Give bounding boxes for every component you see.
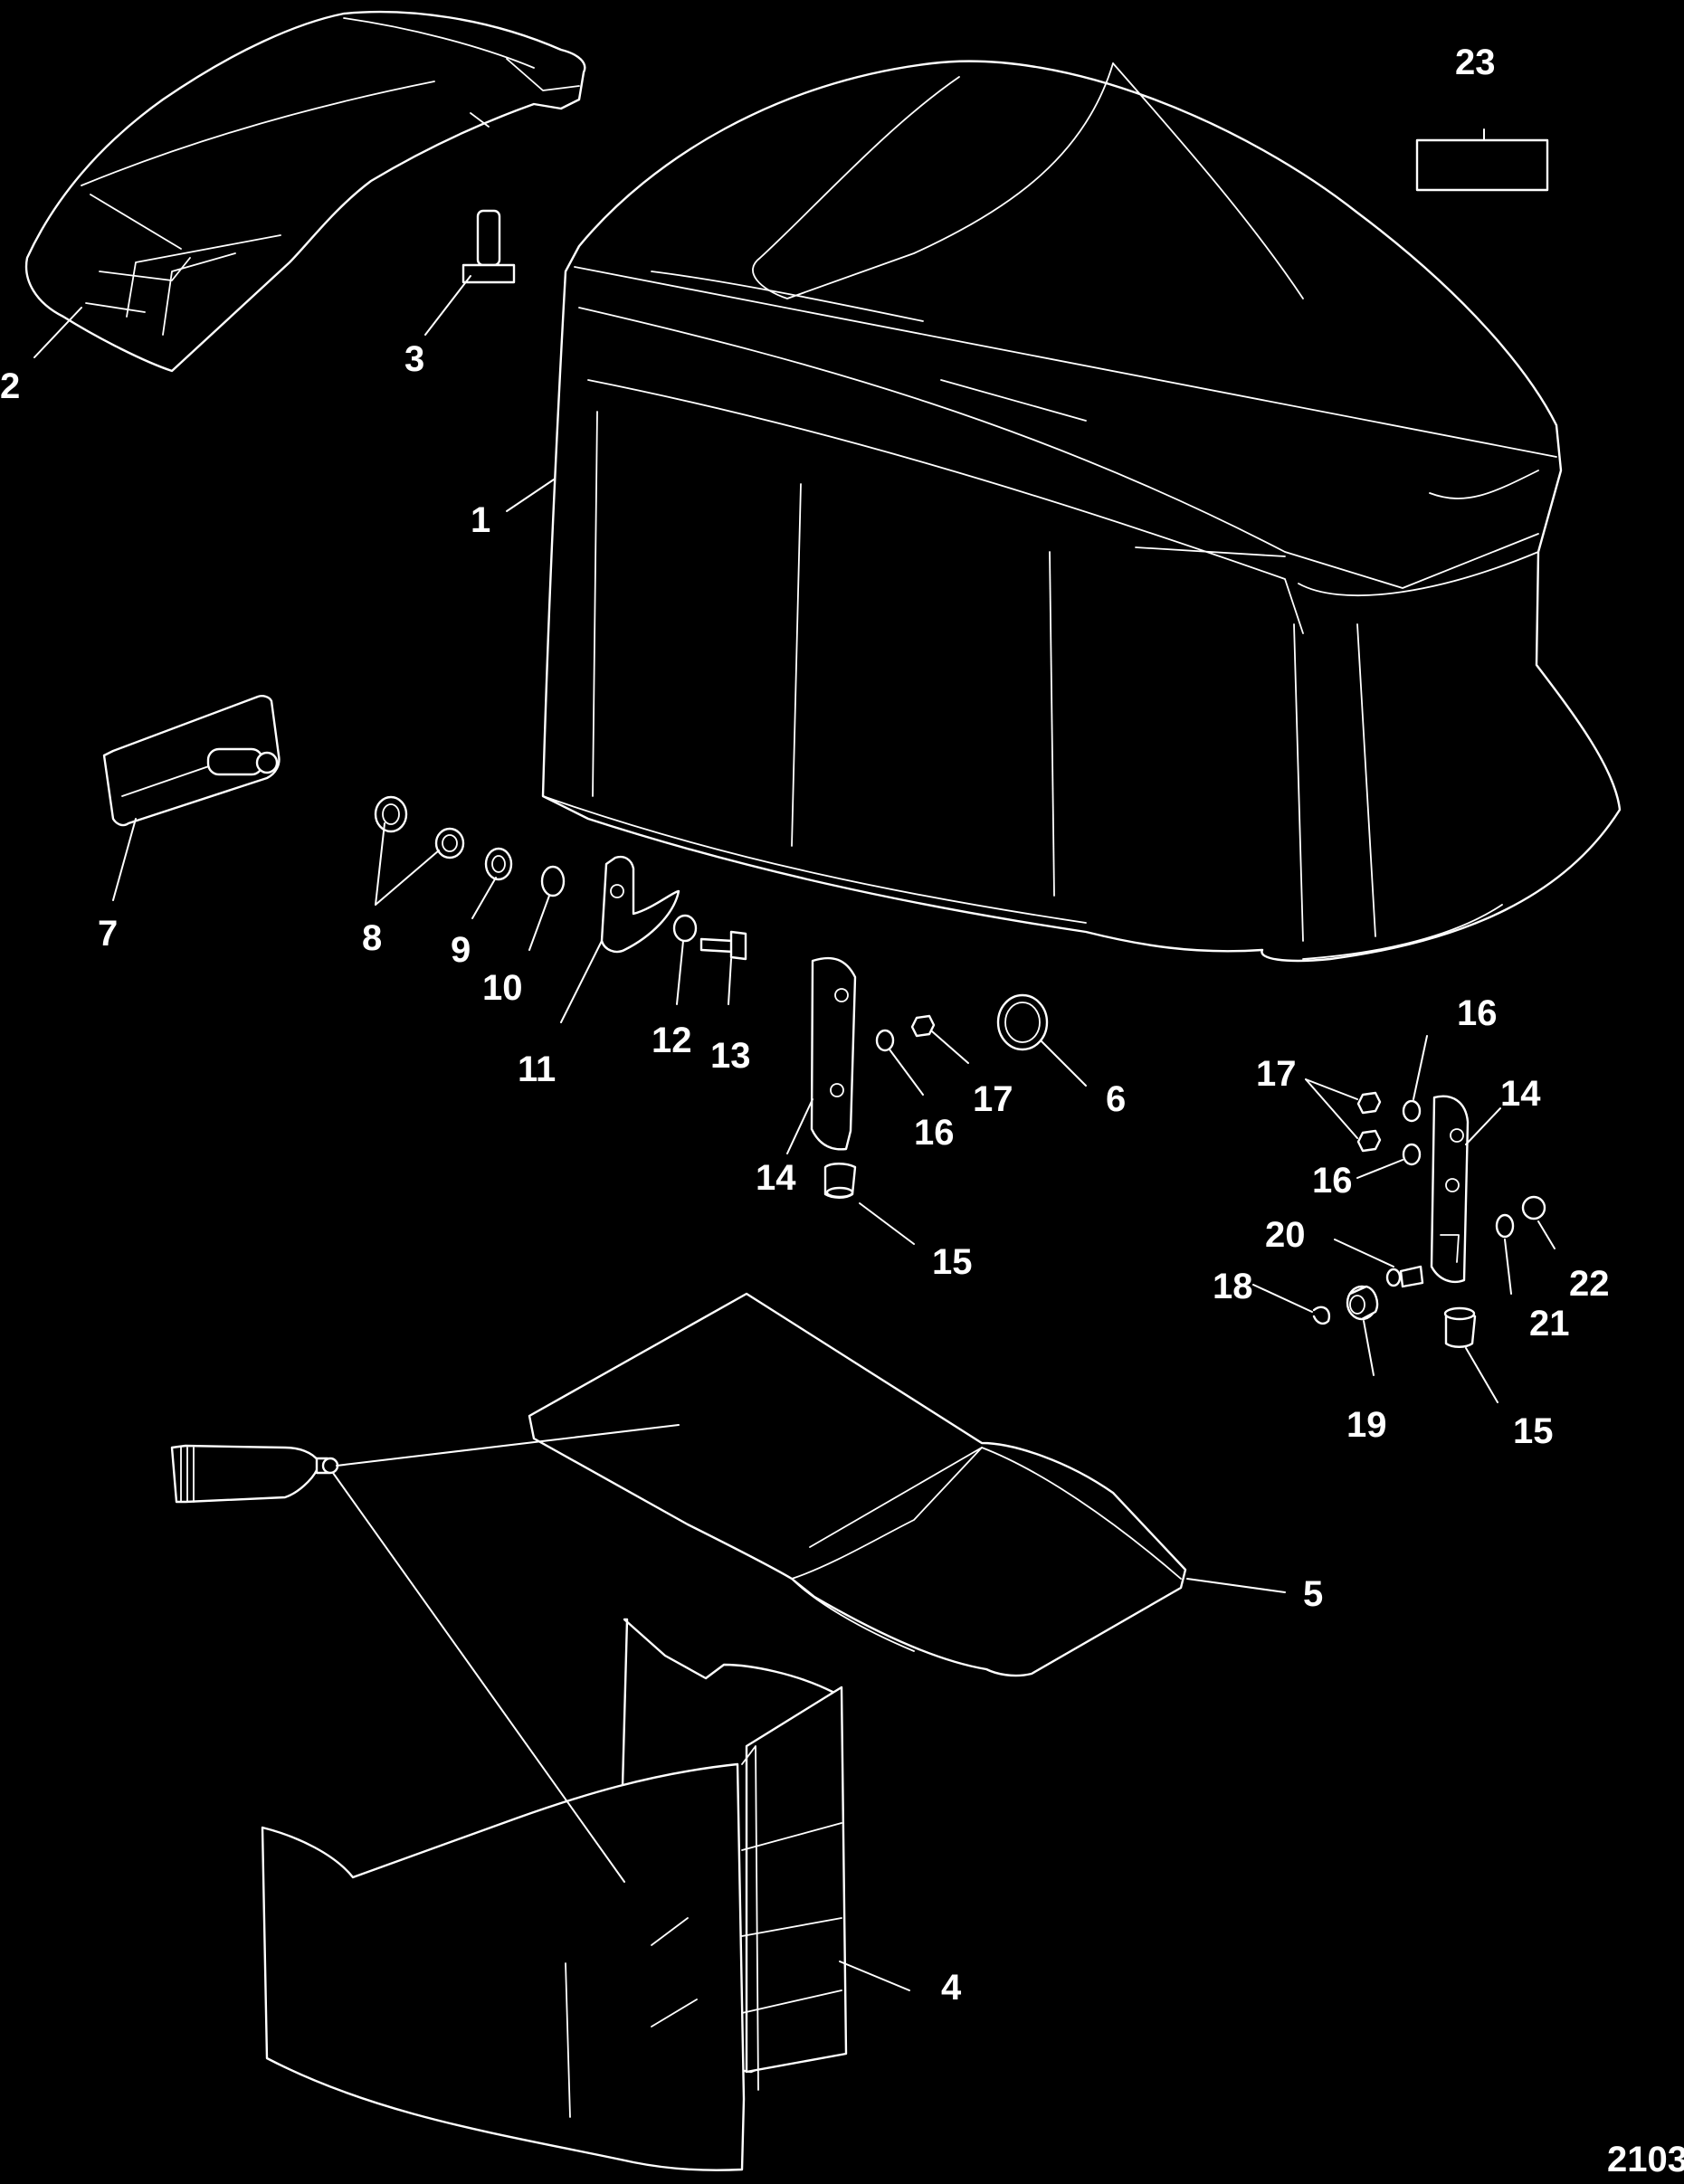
washer-8 [434, 827, 465, 859]
bushing-8 [374, 795, 408, 833]
leader-lines [33, 128, 1556, 1991]
callout-12: 12 [652, 1021, 692, 1060]
callout-14-right: 14 [1500, 1074, 1541, 1114]
callout-20: 20 [1265, 1215, 1306, 1255]
bolt-3 [461, 209, 516, 284]
washer-12 [672, 914, 698, 943]
callout-5: 5 [1303, 1574, 1323, 1614]
callout-15-left: 15 [932, 1242, 973, 1282]
washer-16-lower [1402, 1143, 1422, 1166]
figure-number: 2103 [1607, 2140, 1684, 2179]
rear-cover [24, 10, 586, 373]
callout-3: 3 [404, 339, 424, 379]
top-cowl [541, 60, 1622, 963]
callout-14-left: 14 [756, 1158, 796, 1198]
callout-labels: 23 1 2 3 4 5 6 7 8 9 10 11 12 13 14 14 1… [0, 43, 1684, 2179]
sealant-tube: 101 [170, 1444, 339, 1504]
callout-16-right-upper: 16 [1457, 993, 1498, 1033]
callout-16-left: 16 [914, 1113, 955, 1153]
sealant-tube-label: 101 [206, 1466, 244, 1491]
washer-9 [484, 847, 513, 881]
callout-13: 13 [710, 1036, 751, 1076]
clip-18 [1312, 1306, 1331, 1325]
washer-16 [875, 1029, 895, 1052]
washer-10 [540, 865, 566, 897]
callout-8: 8 [362, 918, 382, 958]
insulation-pad-5 [528, 1292, 1187, 1677]
left-latch-bracket [810, 956, 936, 1199]
decal-box [1415, 138, 1549, 192]
washer-21 [1495, 1213, 1515, 1239]
latch-hook-11 [600, 856, 680, 954]
callout-17-right: 17 [1256, 1054, 1297, 1094]
callout-17-left: 17 [973, 1079, 1013, 1119]
callout-21: 21 [1529, 1304, 1570, 1344]
callout-11: 11 [518, 1049, 556, 1089]
callout-22: 22 [1569, 1264, 1610, 1304]
callout-7: 7 [98, 914, 118, 954]
right-latch-bracket [1312, 1091, 1546, 1348]
callout-23: 23 [1455, 43, 1496, 82]
latch-hardware [374, 795, 747, 961]
nut-17 [910, 1014, 936, 1038]
callout-2: 2 [0, 366, 20, 406]
callout-1: 1 [471, 500, 490, 540]
washer-16-upper [1402, 1099, 1422, 1123]
bushing-19 [1346, 1285, 1379, 1321]
pin-20 [1399, 1265, 1424, 1288]
nut-22 [1521, 1195, 1546, 1220]
callout-18: 18 [1213, 1267, 1253, 1306]
nut-17-lower [1356, 1129, 1382, 1153]
callout-15-right: 15 [1513, 1411, 1554, 1451]
grommet-6 [996, 993, 1049, 1051]
latch-handle [102, 695, 281, 827]
callout-4: 4 [941, 1968, 962, 2008]
nut-17-upper [1356, 1091, 1382, 1115]
callout-9: 9 [451, 930, 471, 970]
callout-16-right-lower: 16 [1312, 1161, 1353, 1201]
callout-19: 19 [1346, 1405, 1387, 1445]
callout-10: 10 [482, 968, 523, 1008]
lower-cover-4 [261, 1618, 848, 2171]
callout-6: 6 [1106, 1079, 1126, 1119]
screw-13 [699, 930, 747, 961]
